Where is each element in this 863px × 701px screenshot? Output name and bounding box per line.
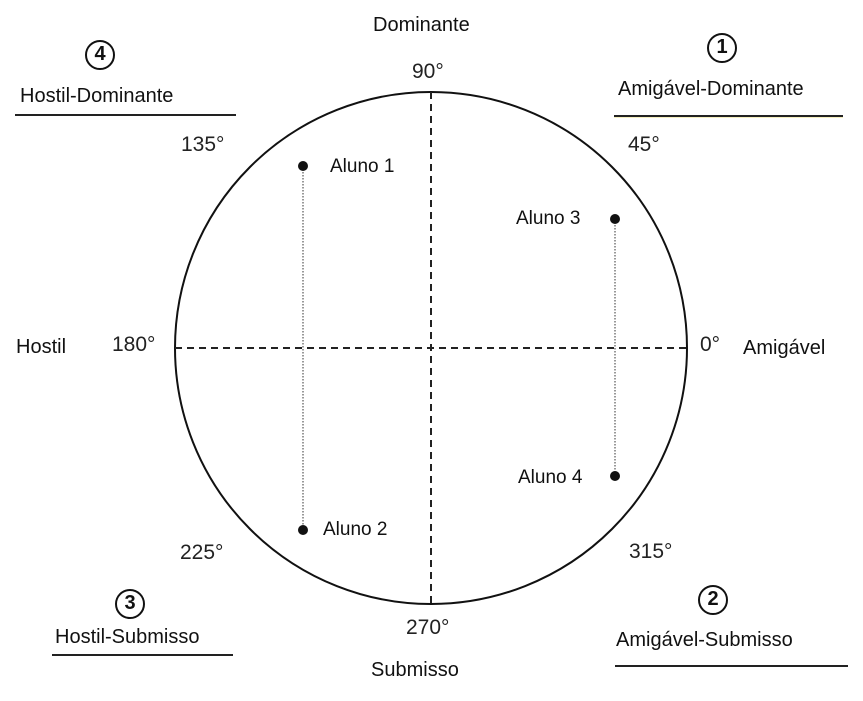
angle-label-315: 315° [629, 540, 673, 563]
quadrant-label-4: Hostil-Dominante [20, 85, 174, 107]
quadrant-number-2: 2 [698, 585, 728, 615]
student-label-aluno-4: Aluno 4 [518, 467, 583, 488]
axis-label-bottom: Submisso [371, 659, 459, 681]
angle-label-270: 270° [406, 616, 450, 639]
angle-label-135: 135° [181, 133, 225, 156]
quadrant-number-4: 4 [85, 40, 115, 70]
quadrant-label-1: Amigável-Dominante [618, 78, 804, 100]
quadrant-label-3: Hostil-Submisso [55, 626, 200, 648]
quadrant-number-3: 3 [115, 589, 145, 619]
point-aluno-2 [298, 525, 308, 535]
quadrant-label-2: Amigável-Submisso [616, 629, 793, 651]
axis-label-left: Hostil [16, 336, 67, 358]
student-label-aluno-2: Aluno 2 [323, 519, 388, 540]
angle-label-90: 90° [412, 60, 444, 83]
quadrant-underline-4 [15, 114, 236, 116]
angle-label-45: 45° [628, 133, 660, 156]
quadrant-underline-2 [615, 665, 848, 667]
angle-label-0: 0° [700, 333, 721, 356]
quadrant-underline-1 [614, 115, 843, 117]
point-aluno-4 [610, 471, 620, 481]
quadrant-number-1: 1 [707, 33, 737, 63]
student-label-aluno-1: Aluno 1 [330, 156, 395, 177]
axis-label-right: Amigável [743, 337, 826, 359]
angle-label-225: 225° [180, 541, 224, 564]
angle-label-180: 180° [112, 333, 156, 356]
quadrant-underline-3 [52, 654, 233, 656]
axis-label-top: Dominante [373, 14, 470, 36]
point-aluno-1 [298, 161, 308, 171]
point-aluno-3 [610, 214, 620, 224]
student-label-aluno-3: Aluno 3 [516, 208, 581, 229]
